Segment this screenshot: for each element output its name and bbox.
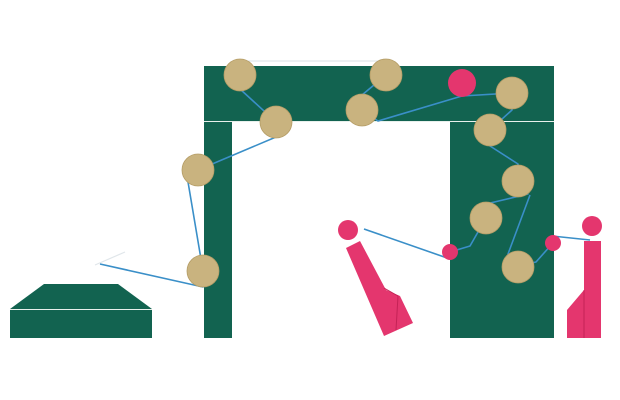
- circle-anchor-icon[interactable]: [448, 69, 476, 97]
- circle-head-icon[interactable]: [338, 220, 358, 240]
- circle-peg-icon[interactable]: [495, 76, 529, 110]
- circle-peg-icon[interactable]: [473, 113, 507, 147]
- circle-peg-icon[interactable]: [469, 201, 503, 235]
- player-rope: [551, 235, 591, 241]
- circle-peg-icon[interactable]: [345, 93, 379, 127]
- structures: [10, 66, 554, 338]
- circle-peg-icon[interactable]: [501, 164, 535, 198]
- arch-right-pillar: [450, 122, 554, 338]
- circle-head-icon[interactable]: [582, 216, 602, 236]
- left-platform-top: [10, 284, 152, 309]
- player-body[interactable]: [346, 241, 413, 336]
- circle-anchor-icon[interactable]: [442, 244, 458, 260]
- circle-peg-icon[interactable]: [259, 105, 293, 139]
- ghost-rope: [94, 251, 126, 266]
- player-figure-right[interactable]: [567, 216, 602, 338]
- player-body-fold: [383, 287, 399, 331]
- player-body[interactable]: [567, 241, 601, 338]
- circle-peg-icon[interactable]: [223, 58, 257, 92]
- arch-left-pillar: [204, 122, 232, 338]
- player-rope: [363, 228, 451, 260]
- circle-peg-icon[interactable]: [186, 254, 220, 288]
- circle-peg-icon[interactable]: [181, 153, 215, 187]
- player-figure-left[interactable]: [338, 220, 413, 336]
- circle-anchor-icon[interactable]: [545, 235, 561, 251]
- anchors[interactable]: [442, 69, 561, 260]
- circle-peg-icon[interactable]: [369, 58, 403, 92]
- circle-peg-icon[interactable]: [501, 250, 535, 284]
- pegs[interactable]: [181, 58, 535, 288]
- left-platform-base: [10, 310, 152, 338]
